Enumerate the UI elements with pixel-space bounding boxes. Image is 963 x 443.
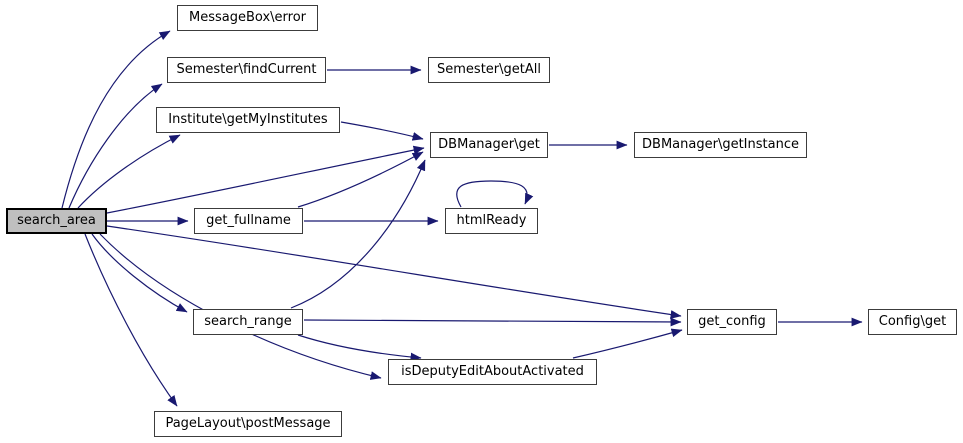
node-dbmanager-get[interactable]: DBManager\get <box>430 132 548 158</box>
node-institute-getmyinstitutes[interactable]: Institute\getMyInstitutes <box>156 107 340 133</box>
node-get-fullname[interactable]: get_fullname <box>194 208 303 234</box>
edge-isdeputy-to-get_config <box>572 328 683 359</box>
edge-htmlready-to-htmlready <box>456 180 534 208</box>
edge-search_area-to-pagelayout_postmessage <box>84 233 178 407</box>
node-get-config[interactable]: get_config <box>687 309 777 335</box>
edge-search_area-to-isdeputy <box>99 233 382 380</box>
edge-search_area-to-semester_findcurrent <box>68 83 163 209</box>
node-search-range[interactable]: search_range <box>193 309 303 335</box>
edge-search_area-to-dbmanager_get <box>106 145 425 214</box>
edge-search_range-to-isdeputy <box>297 334 422 362</box>
edge-search_area-to-messagebox_error <box>61 30 171 209</box>
node-search-area[interactable]: search_area <box>6 208 107 234</box>
node-isdeputyeditaboutactivated[interactable]: isDeputyEditAboutActivated <box>388 359 597 385</box>
node-pagelayout-postmessage[interactable]: PageLayout\postMessage <box>154 411 342 437</box>
node-semester-findcurrent[interactable]: Semester\findCurrent <box>167 57 326 83</box>
edge-search_area-to-get_config <box>106 225 682 319</box>
node-config-get[interactable]: Config\get <box>868 309 957 335</box>
node-semester-getall[interactable]: Semester\getAll <box>428 57 550 83</box>
node-htmlready[interactable]: htmlReady <box>445 208 538 234</box>
node-messagebox-error[interactable]: MessageBox\error <box>177 5 318 31</box>
edge-search_range-to-dbmanager_get <box>290 159 426 309</box>
node-dbmanager-getinstance[interactable]: DBManager\getInstance <box>634 132 807 158</box>
edge-search_area-to-institute_getmyinstitutes <box>77 134 181 209</box>
edge-search_area-to-search_range <box>91 233 188 313</box>
edge-get_fullname-to-dbmanager_get <box>297 151 424 208</box>
edge-institute_getmyinstitutes-to-dbmanager_get <box>340 121 424 141</box>
edge-search_range-to-get_config <box>303 317 682 327</box>
